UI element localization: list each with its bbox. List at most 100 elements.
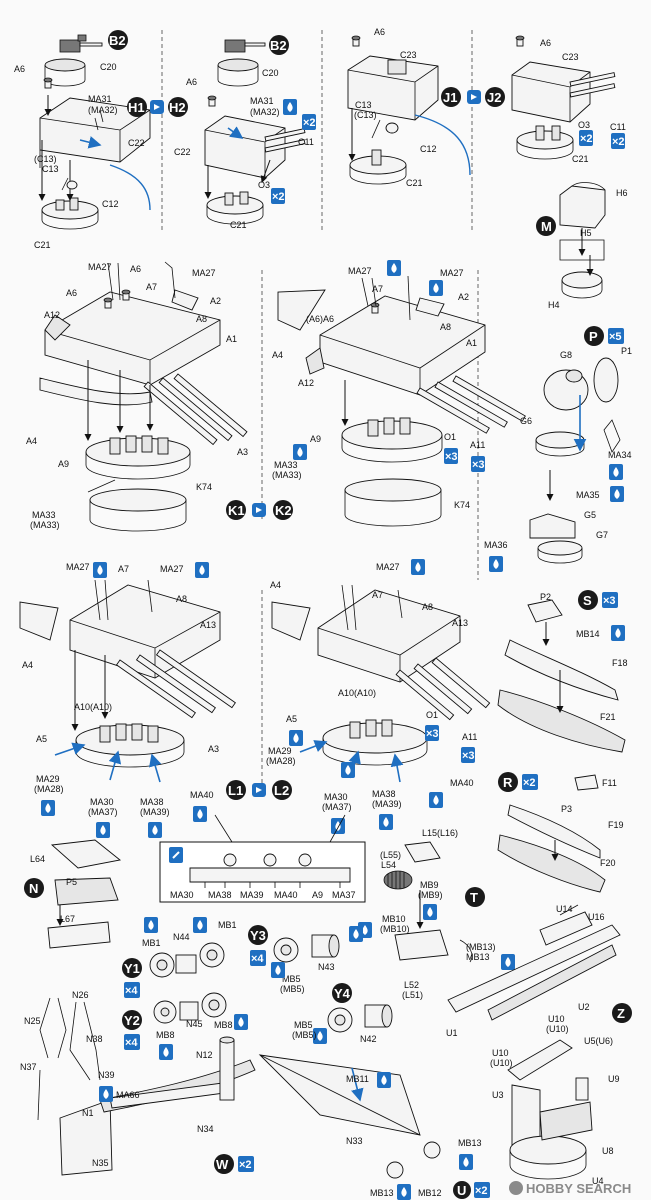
label-ma27: MA27 [348, 266, 372, 276]
label-ma27b: MA27 [160, 564, 184, 574]
label-ma31: MA31 [250, 96, 274, 106]
label-a9: A9 [312, 890, 323, 900]
assembly-p: P ×5 G8 P1 G6 MA34 MA35 G5 G7 MA36 [484, 326, 632, 572]
label-f21: F21 [600, 712, 616, 722]
label-mb1b: MB1 [218, 920, 237, 930]
step-u-label: U [457, 1183, 466, 1198]
label-c11: C11 [610, 122, 626, 132]
label-n12: N12 [196, 1050, 213, 1060]
label-a7: A7 [146, 282, 157, 292]
label-mb14: MB14 [576, 629, 600, 639]
step-j2-label: J2 [487, 90, 501, 105]
label-l55: (L55) [380, 850, 401, 860]
step-y1-label: Y1 [124, 961, 140, 976]
label-h4: H4 [548, 300, 560, 310]
swap-icon [150, 100, 164, 114]
label-o3: O3 [578, 120, 590, 130]
label-mb13: MB13 [458, 1138, 482, 1148]
step-s-label: S [583, 593, 592, 608]
label-ma39: (MA39) [140, 807, 170, 817]
label-a2: A2 [458, 292, 469, 302]
label-p2: P2 [540, 592, 551, 602]
label-a4: A4 [22, 660, 33, 670]
qty-x4: ×4 [125, 985, 138, 997]
label-l15: L15(L16) [422, 828, 458, 838]
swap-icon [252, 503, 266, 517]
label-mb13p: (MB13) [466, 942, 496, 952]
step-p-label: P [589, 329, 598, 344]
label-ma30: MA30 [90, 797, 114, 807]
label-a10: A10(A10) [74, 702, 112, 712]
qty-x5: ×5 [609, 331, 622, 343]
label-a6b: A6 [66, 288, 77, 298]
label-c13: C13 [42, 164, 59, 174]
label-a8: A8 [440, 322, 451, 332]
label-n1: N1 [82, 1108, 94, 1118]
label-a5: A5 [36, 734, 47, 744]
label-u3: U3 [492, 1090, 504, 1100]
step-t-label: T [470, 890, 478, 905]
gun-mount-icon [224, 39, 266, 53]
label-a11: A11 [470, 440, 485, 450]
label-n39: N39 [98, 1070, 115, 1080]
label-a8: A8 [176, 594, 187, 604]
assembly-m: M H6 H5 H4 [536, 182, 628, 310]
label-c11: C11 [298, 137, 314, 147]
qty-x2: ×2 [239, 1159, 252, 1171]
qty-x2: ×2 [475, 1185, 488, 1197]
step-w-label: W [216, 1157, 229, 1172]
label-ma33p: (MA33) [30, 520, 60, 530]
label-ma27: MA27 [88, 262, 112, 272]
turret-l2: MA27 A4 A7 A8 A13 A10(A10) O1 ×3 A11 ×3 … [266, 559, 491, 834]
label-l52: L52 [404, 980, 419, 990]
label-a2: A2 [210, 296, 221, 306]
watermark-text: HOBBY SEARCH [526, 1181, 631, 1196]
label-ma31: MA31 [88, 94, 112, 104]
label-g7: G7 [596, 530, 608, 540]
step-r-label: R [503, 775, 513, 790]
turret-j1: A6 C23 C13 (C13) C12 C21 [347, 27, 471, 188]
label-ma32: (MA32) [88, 105, 118, 115]
label-n25: N25 [24, 1016, 41, 1026]
label-a4: A4 [272, 350, 283, 360]
label-ma37: (MA37) [88, 807, 118, 817]
label-mb13: MB13 [466, 952, 490, 962]
label-u2: U2 [578, 1002, 590, 1012]
assembly-r: R ×2 F11 P3 F19 F20 [497, 772, 624, 893]
label-mb9p: (MB9) [418, 890, 443, 900]
label-ma27b: MA27 [440, 268, 464, 278]
label-o1: O1 [426, 710, 438, 720]
label-u8: U8 [602, 1146, 614, 1156]
label-n45: N45 [186, 1019, 203, 1029]
label-ma37: MA37 [332, 890, 356, 900]
swap-icon [252, 783, 266, 797]
label-ma29: MA29 [36, 774, 60, 784]
label-mb5p: (MB5) [292, 1030, 317, 1040]
label-mb10: MB10 [382, 914, 406, 924]
label-ma36: MA36 [484, 540, 508, 550]
turret-k1: MA27 A6 MA27 A6 A7 A2 A8 A12 A1 A3 A4 A9… [26, 261, 248, 532]
label-ma30: MA30 [170, 890, 194, 900]
label-c21: C21 [406, 178, 423, 188]
step-l1-label: L1 [228, 783, 243, 798]
label-a12: A12 [298, 378, 314, 388]
step-m-label: M [541, 219, 552, 234]
turret-l1: MA27 A7 MA27 A8 A13 A4 A10(A10) A5 A3 MA… [19, 562, 236, 838]
label-ma33p: (MA33) [272, 470, 302, 480]
watermark: HOBBY SEARCH [509, 1181, 631, 1196]
label-c12: C12 [420, 144, 437, 154]
label-ma38: MA38 [372, 789, 396, 799]
label-a4: A4 [270, 580, 281, 590]
label-a11: A11 [462, 732, 477, 742]
gun-barrels-icon [395, 657, 491, 721]
label-a6: (A6)A6 [306, 314, 334, 324]
label-ma39: MA39 [240, 890, 264, 900]
step-j1-label: J1 [443, 90, 457, 105]
label-ma40: MA40 [274, 890, 298, 900]
swap-icon [467, 90, 481, 104]
label-a10: A10(A10) [338, 688, 376, 698]
turret-j2: A6 C23 O3 ×2 C11 ×2 C21 [511, 35, 626, 164]
label-mb11: MB11 [346, 1074, 369, 1084]
label-a3: A3 [237, 447, 248, 457]
label-g8: G8 [560, 350, 572, 360]
